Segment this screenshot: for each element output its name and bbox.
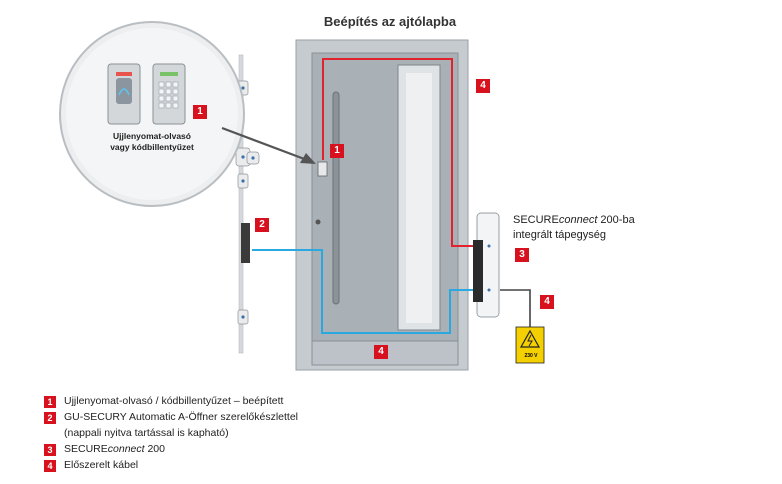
cable-red (322, 58, 478, 247)
badge-cable-bottom: 4 (374, 345, 388, 359)
secureconnect-strip (473, 240, 483, 302)
legend-text: SECUREconnect 200 (64, 443, 165, 455)
lock-bolt-dots (241, 86, 255, 319)
secureconnect-label-suffix: 200-ba (597, 214, 635, 226)
lightning-icon (519, 329, 541, 348)
cable-power (500, 289, 531, 327)
legend-text-italic: connect (107, 443, 145, 455)
legend-number: 2 (44, 412, 56, 424)
legend-number: 3 (44, 444, 56, 456)
lock-strip (238, 54, 244, 354)
legend-text: (nappali nyitva tartással is kapható) (64, 427, 229, 439)
secureconnect-label-italic: connect (558, 214, 598, 226)
lock-cylinder (315, 219, 321, 225)
legend-number: 1 (44, 396, 56, 408)
secureconnect-label-prefix: SECURE (513, 214, 559, 226)
magnifier-caption: Ujjlenyomat-olvasó vagy kódbillentyűzet (92, 131, 212, 153)
legend-text: Ujjlenyomat-olvasó / kódbillentyűzet – b… (64, 395, 284, 407)
badge-reader: 1 (330, 144, 344, 158)
legend-text: Előszerelt kábel (64, 459, 139, 471)
lock-bolts (235, 80, 260, 325)
secureconnect-label: SECUREconnect 200-ba integrált tápegység (513, 213, 635, 243)
pointer-arrow (221, 126, 308, 162)
legend-text-suffix: 200 (144, 443, 165, 455)
magnifier-caption-line1: Ujjlenyomat-olvasó (113, 131, 191, 141)
secureconnect-label-line2: integrált tápegység (513, 229, 606, 241)
badge-secureconnect: 3 (515, 248, 529, 262)
badge-magnifier: 1 (193, 105, 207, 119)
cable-blue (252, 249, 478, 334)
door-reader (317, 161, 328, 177)
legend-text: GU-SECURY Automatic A-Öffner szerelőkész… (64, 411, 299, 423)
badge-opener: 2 (255, 218, 269, 232)
magnifier-caption-line2: vagy kódbillentyűzet (110, 142, 194, 152)
badge-cable-right: 4 (540, 295, 554, 309)
legend-number: 4 (44, 460, 56, 472)
automatic-opener (241, 223, 250, 263)
legend-text-prefix: SECURE (64, 443, 108, 455)
badge-cable-top: 4 (476, 79, 490, 93)
door-handle (332, 91, 340, 305)
diagram-title: Beépítés az ajtólapba (323, 14, 457, 29)
glass-inner (406, 73, 432, 323)
voltage-label: 230 V (524, 353, 538, 359)
